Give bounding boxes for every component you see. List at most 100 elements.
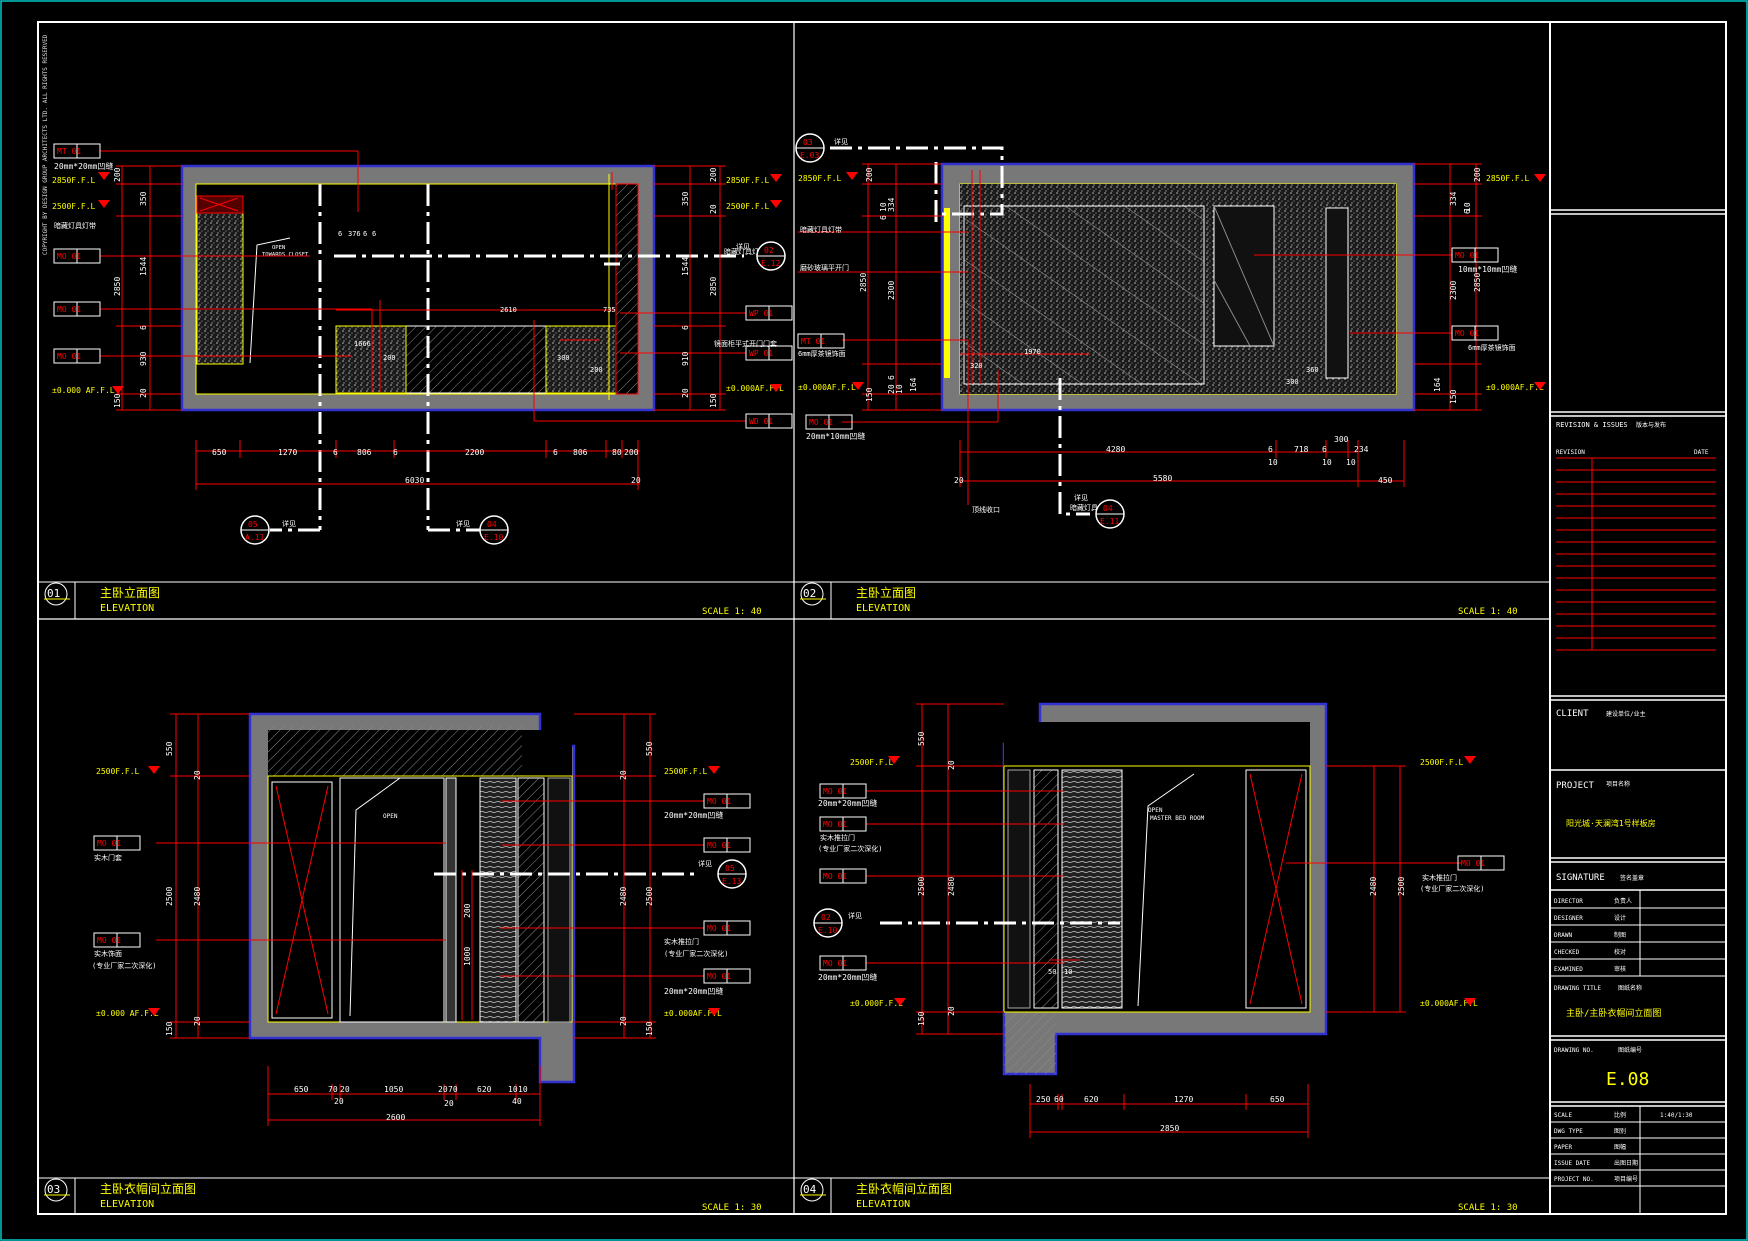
svg-text:05: 05 [725, 864, 735, 873]
project-label: PROJECT [1556, 781, 1595, 791]
svg-text:比例: 比例 [1614, 1111, 1626, 1119]
svg-text:校对: 校对 [1614, 948, 1626, 956]
svg-text:02: 02 [821, 913, 831, 922]
dim-label: 20 [193, 770, 202, 780]
dim-label: 20 [947, 1006, 956, 1016]
dim-label: 806 [357, 448, 372, 457]
dim-label: 200 [1473, 167, 1482, 182]
dim-label: 334 [1449, 191, 1458, 206]
level-mark: ±0.000AF.F.L [798, 382, 864, 392]
dim-label: 300 [557, 354, 570, 362]
dim-label: 60 [1054, 1095, 1064, 1104]
svg-text:详见: 详见 [834, 137, 848, 146]
dim-label: 6 [363, 230, 367, 238]
material-tag-mo01: MO 01 [93, 835, 141, 851]
open-label: OPEN [1148, 807, 1163, 814]
svg-text:2500F.F.L: 2500F.F.L [52, 202, 96, 211]
svg-text:详见: 详见 [1074, 493, 1088, 502]
note: 暗藏灯具灯带 [54, 221, 96, 230]
material-tag-mo01: MO 01 [53, 248, 101, 264]
note: 实木推拉门 [1422, 873, 1457, 882]
panel-title-04: 04 主卧衣帽间立面图 ELEVATION SCALE 1: 30 [800, 1178, 1518, 1214]
note: 磨砂玻璃平开门 [800, 263, 849, 272]
svg-text:PAPER: PAPER [1554, 1144, 1572, 1151]
note: 顶线收口 [972, 505, 1000, 514]
section-marker: 02 E.10 详见 [813, 908, 862, 938]
svg-text:MO 01: MO 01 [707, 972, 731, 981]
meta-row: PROJECT NO.项目编号 [1554, 1175, 1638, 1183]
dim-label: 2500 [165, 887, 174, 906]
svg-text:±0.000AF.F.L: ±0.000AF.F.L [798, 383, 856, 392]
elevation-02: MT 01 MO 01 MO 01 MO 01 暗藏灯具灯带 磨砂玻璃平开门 6… [795, 133, 1546, 529]
svg-text:02: 02 [764, 246, 774, 255]
copyright-text: COPYRIGHT BY DESIGN GROUP ARCHITECTS LTD… [42, 34, 49, 255]
svg-text:SCALE: SCALE [1554, 1112, 1572, 1119]
svg-text:±0.000 AF.F.L: ±0.000 AF.F.L [52, 386, 115, 395]
signature-label: SIGNATURE [1556, 873, 1605, 883]
dim-label: 5580 [1153, 474, 1172, 483]
dim-label: 1270 [278, 448, 297, 457]
dim-label: 200 [463, 903, 472, 918]
panel-subtitle: ELEVATION [100, 603, 154, 614]
dim-label: 20 [340, 1085, 350, 1094]
material-tag-mo01: MO 01 [703, 837, 751, 853]
signature-sub: 签名盖章 [1620, 874, 1644, 882]
svg-text:E.10: E.10 [484, 533, 503, 542]
svg-text:±0.000 AF.F.L: ±0.000 AF.F.L [96, 1009, 159, 1018]
panel-title: 主卧立面图 [856, 585, 916, 600]
dim-label: 150 [917, 1011, 926, 1026]
svg-text:E.11: E.11 [1100, 517, 1119, 526]
dim-label: 10 [895, 384, 904, 394]
svg-text:WD 01: WD 01 [749, 417, 773, 426]
material-tag-mo01: MO 01 [819, 955, 867, 971]
svg-text:MO 01: MO 01 [707, 797, 731, 806]
panel-number: 01 [47, 587, 60, 600]
svg-text:2500F.F.L: 2500F.F.L [664, 767, 708, 776]
dim-label: 360 [1306, 366, 1319, 374]
material-tag-mo01: MO 01 [1451, 325, 1499, 341]
panel-subtitle: ELEVATION [100, 1199, 154, 1210]
dim-label: 2850 [859, 273, 868, 292]
svg-text:详见: 详见 [848, 911, 862, 920]
panel-subtitle: ELEVATION [856, 603, 910, 614]
svg-text:04: 04 [487, 520, 497, 529]
dim-label: 10 [1268, 458, 1278, 467]
panel-title: 主卧衣帽间立面图 [856, 1181, 952, 1196]
material-tag-mo01: MO 01 [1457, 855, 1505, 871]
note: 实木门套 [94, 853, 122, 862]
dim-label: 20 [709, 204, 718, 214]
level-mark: 2500F.F.L [664, 766, 720, 776]
dim-label: 164 [909, 377, 918, 392]
note: 暗藏灯具灯带 [1070, 503, 1112, 512]
svg-text:PROJECT NO.: PROJECT NO. [1554, 1176, 1594, 1183]
svg-text:出图日期: 出图日期 [1614, 1159, 1638, 1167]
svg-text:2500F.F.L: 2500F.F.L [850, 758, 894, 767]
note: 6mm厚茶镜饰面 [798, 349, 846, 358]
dim-label: 350 [681, 191, 690, 206]
dim-label: 735 [603, 306, 616, 314]
level-mark: ±0.000AF.F.L [664, 1008, 722, 1018]
dim-label: 300 [1286, 378, 1299, 386]
svg-text:负责人: 负责人 [1614, 897, 1632, 905]
level-mark: 2500F.F.L [52, 200, 110, 211]
level-mark: 2500F.F.L [726, 200, 782, 211]
dim-label: 10 [1064, 968, 1072, 976]
dim-label: 550 [645, 741, 654, 756]
dim-label: 6 [1322, 445, 1327, 454]
dim-label: 650 [1270, 1095, 1285, 1104]
material-tag-mo01: MO 01 [819, 868, 867, 884]
dim-label: 20 [438, 1085, 448, 1094]
svg-text:03: 03 [803, 138, 813, 147]
panel-title-03: 03 主卧衣帽间立面图 ELEVATION SCALE 1: 30 [44, 1178, 762, 1214]
material-tag-mo01: MO 01 [1451, 247, 1499, 263]
section-marker: 05 A.11 详见 [240, 515, 296, 545]
revision-col: REVISION [1556, 449, 1585, 456]
dim-label: 6 [333, 448, 338, 457]
material-tag-mo01: MO 01 [819, 783, 867, 799]
dim-label: 20 [681, 388, 690, 398]
dim-label: 2850 [113, 277, 122, 296]
